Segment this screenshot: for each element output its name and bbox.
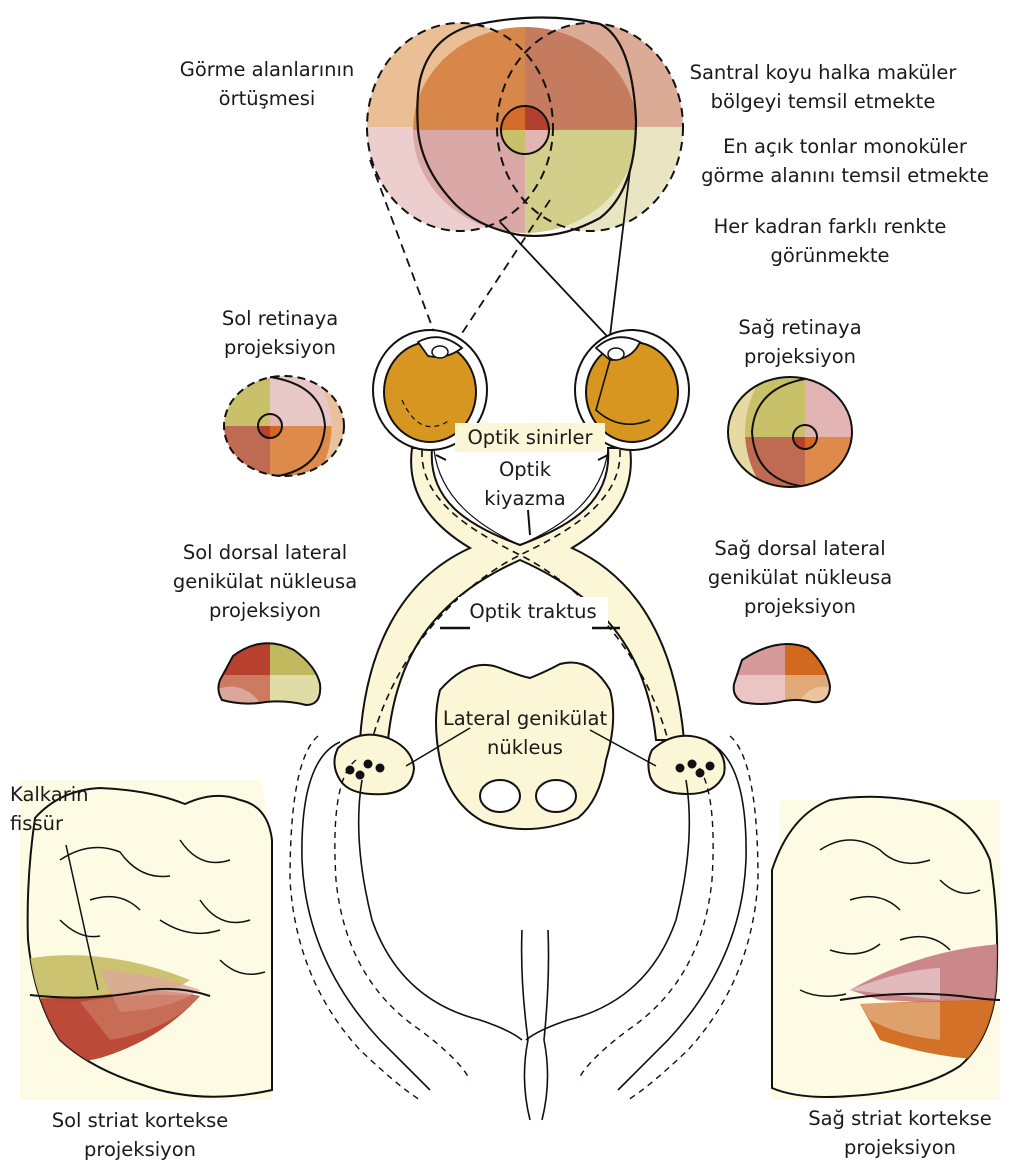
label-line: projeksiyon xyxy=(790,1133,1010,1162)
label-optic-nerves: Optik sinirler xyxy=(455,423,605,452)
label-quadrant-colors: Her kadran farklı renkte görünmekte xyxy=(700,212,960,270)
label-line: bölgeyi temsil etmekte xyxy=(688,87,958,116)
label-left-lgn: Sol dorsal lateral genikülat nükleusa pr… xyxy=(160,538,370,625)
label-line: Santral koyu halka maküler xyxy=(688,58,958,87)
right-retina-projection xyxy=(725,375,855,492)
label-line: projeksiyon xyxy=(190,333,370,362)
label-line: Her kadran farklı renkte xyxy=(700,212,960,241)
label-central-ring: Santral koyu halka maküler bölgeyi temsi… xyxy=(688,58,958,116)
label-optic-tract: Optik traktus xyxy=(458,597,608,626)
label-line: projeksiyon xyxy=(160,596,370,625)
label-left-retina: Sol retinaya projeksiyon xyxy=(190,304,370,362)
visual-field-overlap xyxy=(360,17,690,240)
label-line: görünmekte xyxy=(700,241,960,270)
label-line: Optik traktus xyxy=(458,597,608,626)
label-line: En açık tonlar monoküler xyxy=(700,132,990,161)
label-field-overlap: Görme alanlarının örtüşmesi xyxy=(167,55,367,113)
label-line: örtüşmesi xyxy=(167,84,367,113)
label-line: Lateral genikülat xyxy=(430,704,620,733)
label-line: Sağ dorsal lateral xyxy=(695,534,905,563)
label-line: Optik xyxy=(465,455,585,484)
label-right-retina: Sağ retinaya projeksiyon xyxy=(710,313,890,371)
label-line: genikülat nükleusa xyxy=(695,563,905,592)
label-line: Görme alanlarının xyxy=(167,55,367,84)
label-left-cortex: Sol striat kortekse projeksiyon xyxy=(30,1106,250,1164)
label-optic-chiasm: Optik kiyazma xyxy=(465,455,585,513)
right-lgn-projection xyxy=(730,630,835,712)
label-lateral-geniculate: Lateral genikülat nükleus xyxy=(430,704,620,762)
label-line: projeksiyon xyxy=(710,342,890,371)
label-line: Kalkarin xyxy=(10,780,130,809)
label-right-lgn: Sağ dorsal lateral genikülat nükleusa pr… xyxy=(695,534,905,621)
label-lightest-tones: En açık tonlar monoküler görme alanını t… xyxy=(700,132,990,190)
right-striate-cortex xyxy=(772,797,1000,1100)
label-calcarine: Kalkarin fissür xyxy=(10,780,130,838)
label-line: Sağ striat kortekse xyxy=(790,1104,1010,1133)
macula-ring xyxy=(501,106,549,154)
label-line: genikülat nükleusa xyxy=(160,567,370,596)
label-line: projeksiyon xyxy=(695,592,905,621)
label-line: kiyazma xyxy=(465,484,585,513)
label-line: fissür xyxy=(10,809,130,838)
label-line: Optik sinirler xyxy=(455,423,605,452)
label-line: Sol retinaya xyxy=(190,304,370,333)
left-lgn-projection xyxy=(215,630,325,712)
label-right-cortex: Sağ striat kortekse projeksiyon xyxy=(790,1104,1010,1162)
label-line: nükleus xyxy=(430,733,620,762)
label-line: Sol dorsal lateral xyxy=(160,538,370,567)
label-line: Sol striat kortekse xyxy=(30,1106,250,1135)
left-retina-projection xyxy=(220,370,350,482)
label-line: Sağ retinaya xyxy=(710,313,890,342)
label-line: görme alanını temsil etmekte xyxy=(700,161,990,190)
label-line: projeksiyon xyxy=(30,1135,250,1164)
